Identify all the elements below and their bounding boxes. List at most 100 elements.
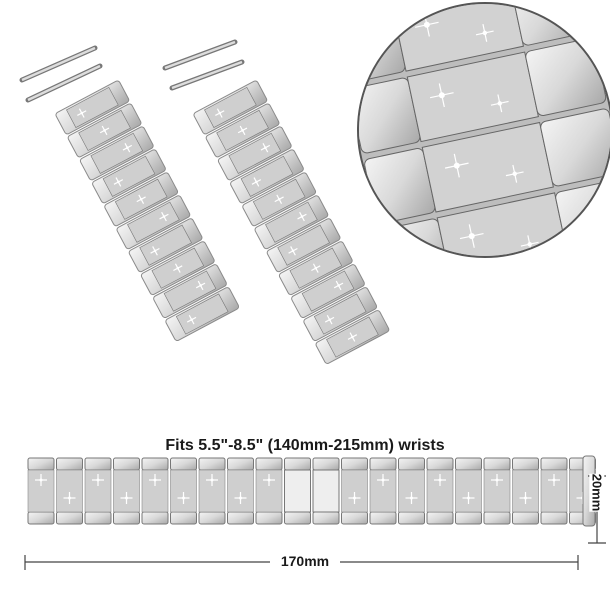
sparkle-core [125,496,128,500]
length-dimension-label: 170mm [270,553,340,569]
clasp [284,469,311,513]
crystal-panel [127,201,180,243]
crystal-panel [398,469,425,513]
edge-link [369,457,397,471]
crystal-panel [228,132,282,174]
sparkle-core [314,266,318,270]
sparkle-core [199,284,202,287]
sparkle-core [264,146,267,149]
crystal-panel [240,155,294,197]
sparkle-core [182,496,185,500]
crystal-panel [227,469,254,513]
edge-link [341,457,368,471]
clasp [312,469,340,513]
edge-link [113,511,140,525]
edge-link [56,457,83,471]
sparkle-core [162,215,166,218]
sparkle-core [96,478,100,482]
sparkle-core [482,30,488,36]
sparkle-core [527,241,532,247]
sparkle-core [267,478,271,482]
spring-bar-highlight [164,40,236,70]
spring-bar-highlight [27,64,101,102]
sparkle-core [80,111,84,115]
crystal-panel [163,270,217,312]
edge-link [284,511,311,525]
detail-zoom-circle [335,0,610,280]
crystal-panel [170,469,197,513]
sparkle-core [328,318,331,321]
sparkle-core [126,146,129,149]
edge-link [227,457,254,471]
sparkle-core [153,249,157,253]
sparkle-core [241,129,244,132]
sparkle-core [210,478,214,482]
left-band-piece [55,80,240,341]
crystal-panel [204,86,257,128]
sparkle-core [255,180,258,184]
spring-bar-highlight [21,46,96,82]
edge-link [84,511,112,525]
crystal-panel [301,270,355,312]
sparkle-core [512,171,518,177]
sparkle-core [453,162,460,169]
edge-link [483,457,511,471]
crystal-panel [265,201,318,243]
sparkle-core [410,496,413,500]
side-link [540,108,610,187]
sparkle-core [218,111,222,115]
sparkle-core [176,266,180,270]
sparkle-core [103,129,106,132]
edge-link [398,457,425,471]
edge-link [426,511,454,525]
zoom-detail [335,0,610,280]
crystal-panel [277,224,330,266]
full-length-band [27,455,596,527]
edge-link [312,457,340,471]
sparkle-core [552,478,556,482]
crystal-panel [175,293,229,335]
edge-link [540,511,568,525]
sparkle-core [117,180,120,184]
wrist-fit-caption: Fits 5.5"-8.5" (140mm-215mm) wrists [165,437,445,454]
edge-link [512,457,539,471]
edge-link [198,511,226,525]
crystal-panel [90,132,144,174]
edge-link [341,511,368,525]
edge-link [170,511,197,525]
edge-link [483,511,511,525]
sparkle-core [353,496,356,500]
edge-link [312,511,340,525]
edge-link [512,511,539,525]
sparkle-core [438,92,445,99]
edge-link [255,457,283,471]
sparkle-core [495,478,499,482]
edge-link [27,457,55,471]
sparkle-core [239,496,242,500]
edge-link [141,457,169,471]
edge-link [455,457,482,471]
crystal-panel [455,469,482,513]
crystal-panel [102,155,156,197]
sparkle-core [291,249,295,253]
edge-link [56,511,83,525]
crystal-panel [540,469,568,513]
sparkle-core [468,233,475,240]
edge-link [426,457,454,471]
sparkle-core [68,496,71,500]
crystal-panel [113,469,140,513]
width-dimension-label: 20mm [589,473,605,512]
side-link [525,38,607,116]
sparkle-core [524,496,527,500]
sparkle-core [467,496,470,500]
sparkle-core [300,215,304,218]
edge-link [170,457,197,471]
crystal-panel [56,469,83,513]
sparkle-core [438,478,442,482]
sparkle-core [497,101,503,106]
edge-link [27,511,55,525]
sparkle-core [337,284,340,287]
sparkle-core [153,478,157,482]
